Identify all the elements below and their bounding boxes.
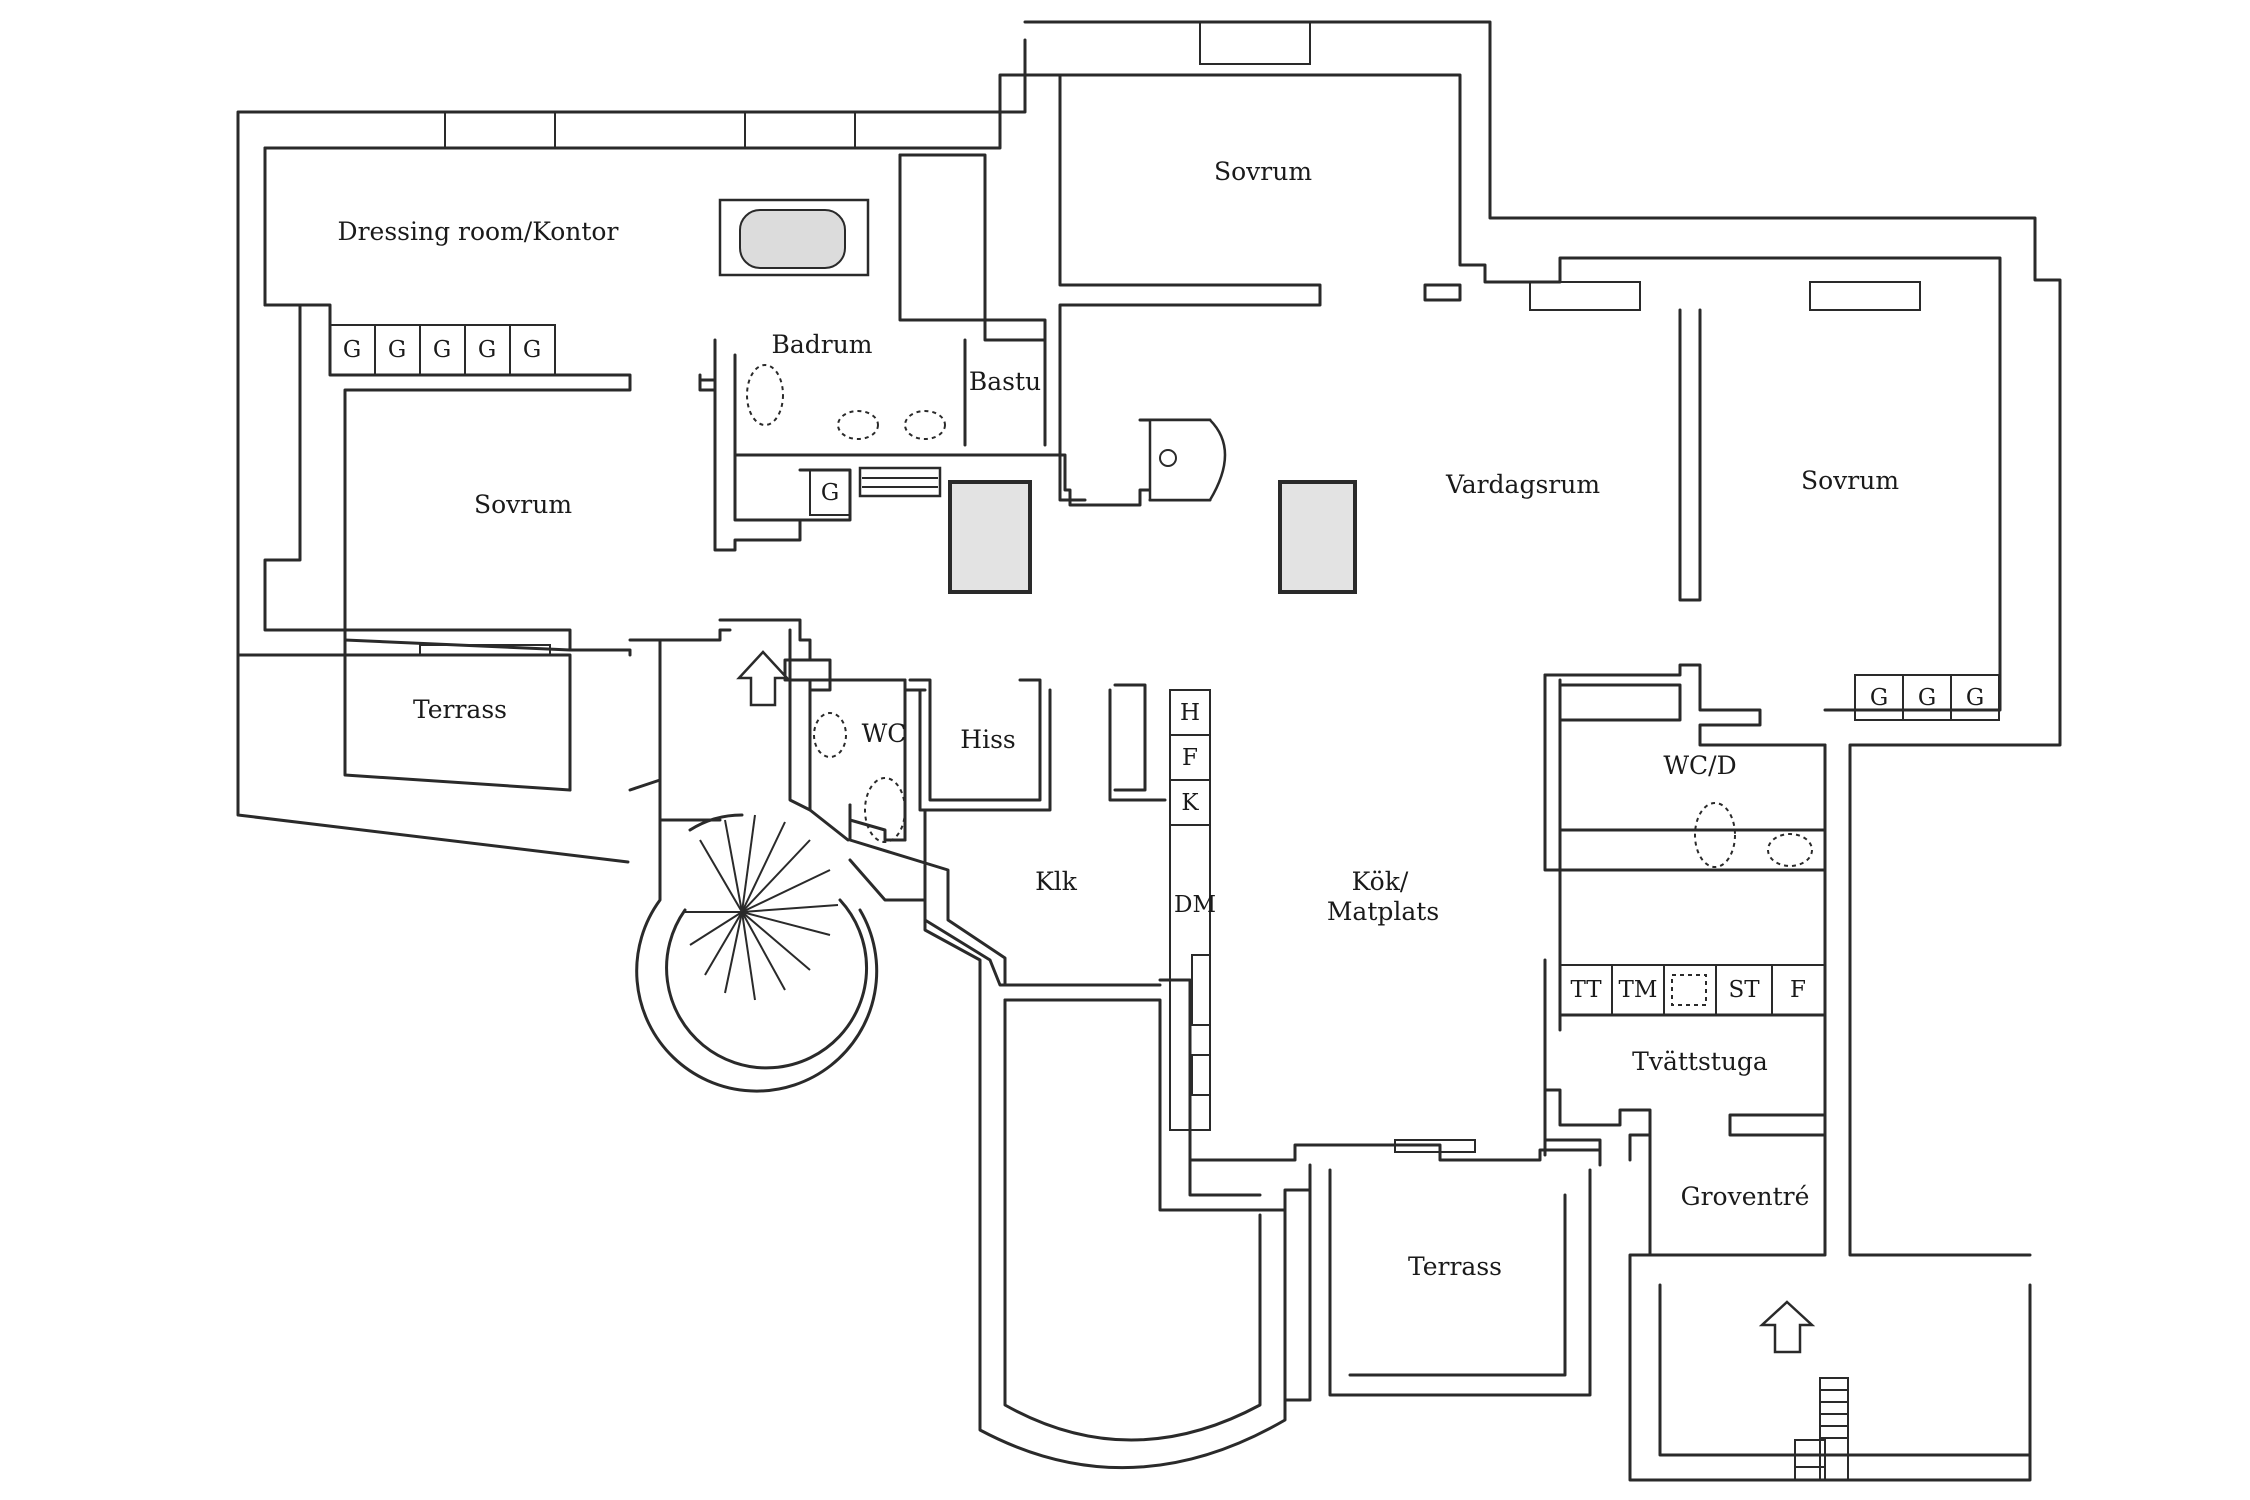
room-label-sovrum-left: Sovrum <box>474 490 572 519</box>
room-label-kok-2: Matplats <box>1327 897 1439 926</box>
arrow-up-icon <box>1758 1300 1816 1354</box>
wardrobe-label: G <box>1918 685 1936 711</box>
wardrobe-right: G G G <box>1854 674 2000 721</box>
outer-walls <box>236 20 2062 1482</box>
room-label-dressing: Dressing room/Kontor <box>338 217 619 246</box>
spiral-stair <box>635 813 879 1093</box>
fixtures <box>718 198 1813 1131</box>
laundry-units: TT TM ST F <box>1559 964 1826 1016</box>
room-label-wcd: WC/D <box>1663 751 1736 780</box>
wardrobe-left: G G G G G <box>329 324 556 376</box>
room-label-vardagsrum: Vardagsrum <box>1445 470 1600 499</box>
bathtub-basin <box>739 209 846 269</box>
stove-vardagsrum <box>1278 480 1357 594</box>
entry-stair <box>1794 1377 1849 1481</box>
kitchen-unit-label: H <box>1180 700 1200 726</box>
room-label-terrass-bottom: Terrass <box>1408 1252 1502 1281</box>
room-label-terrass-left: Terrass <box>413 695 507 724</box>
laundry-unit-label: TT <box>1570 977 1602 1003</box>
wardrobe-label: G <box>343 337 361 363</box>
wardrobe-label: G <box>478 337 496 363</box>
entrance-arrows <box>736 650 1816 1354</box>
stove-badrum <box>948 480 1032 594</box>
kitchen-units: H F K DM <box>1169 689 1216 918</box>
room-label-groventre: Groventré <box>1681 1182 1810 1211</box>
wardrobe-label: G <box>523 337 541 363</box>
room-label-kok-1: Kök/ <box>1352 867 1409 896</box>
room-label-tvattstuga: Tvättstuga <box>1632 1047 1768 1076</box>
kitchen-unit-label: K <box>1181 790 1199 816</box>
arrow-up-icon <box>736 650 790 707</box>
wardrobe-label: G <box>1966 685 1984 711</box>
laundry-unit-label: TM <box>1619 977 1658 1003</box>
room-label-bastu: Bastu <box>969 367 1041 396</box>
laundry-unit-label: ST <box>1728 977 1760 1003</box>
room-label-sovrum-right: Sovrum <box>1801 466 1899 495</box>
room-labels: Dressing room/Kontor Sovrum Badrum Bastu… <box>338 157 1900 1281</box>
wardrobe-label: G <box>433 337 451 363</box>
wardrobe-label: G <box>821 480 839 506</box>
room-label-badrum: Badrum <box>771 330 872 359</box>
room-label-wc: WC <box>862 719 907 748</box>
room-label-hiss: Hiss <box>960 725 1015 754</box>
wardrobe-label: G <box>1870 685 1888 711</box>
room-label-sovrum-top: Sovrum <box>1214 157 1312 186</box>
wardrobe-label: G <box>388 337 406 363</box>
wardrobe-badrum: G <box>809 469 851 516</box>
room-label-klk: Klk <box>1035 867 1078 896</box>
interior-walls <box>236 73 1827 1257</box>
kitchen-unit-label: F <box>1182 745 1198 771</box>
kitchen-unit-label: DM <box>1174 892 1216 918</box>
laundry-unit-label: F <box>1790 977 1806 1003</box>
